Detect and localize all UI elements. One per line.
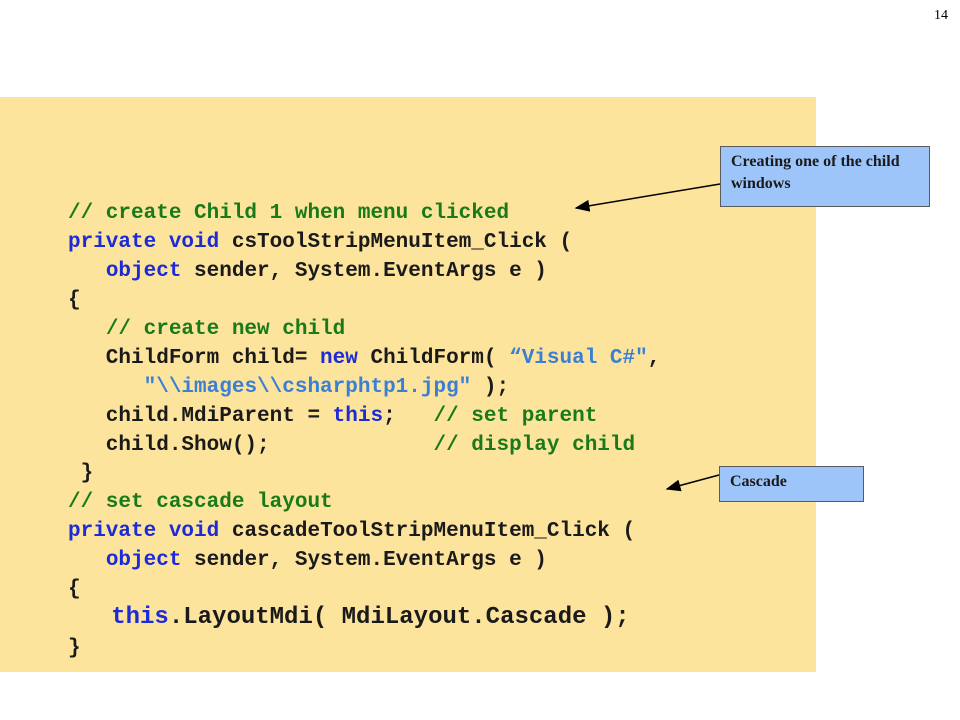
code-keyword: this <box>111 604 169 631</box>
code-line: this.LayoutMdi( MdiLayout.Cascade ); <box>68 604 630 631</box>
code-panel: // create Child 1 when menu clicked priva… <box>0 97 816 672</box>
code-text: child.MdiParent = <box>68 405 333 428</box>
code-string: "\\images\\csharphtp1.jpg" <box>143 376 472 399</box>
page-number: 14 <box>934 8 948 23</box>
code-text: { <box>68 578 81 601</box>
code-text: child.Show(); <box>68 434 434 457</box>
code-text <box>156 520 169 543</box>
code-line: "\\images\\csharphtp1.jpg" ); <box>68 375 509 401</box>
code-line: // set cascade layout <box>68 490 333 516</box>
code-keyword: void <box>168 231 220 254</box>
code-text <box>68 604 111 631</box>
code-line: } <box>68 636 81 662</box>
code-text: ChildForm( <box>357 347 510 370</box>
code-line: object sender, System.EventArgs e ) <box>68 548 547 574</box>
code-keyword: private <box>68 231 157 254</box>
code-keyword: private <box>68 520 157 543</box>
code-text <box>68 318 106 341</box>
code-line: private void csToolStripMenuItem_Click ( <box>68 230 572 256</box>
code-text: .LayoutMdi( MdiLayout.Cascade ); <box>168 604 630 631</box>
code-keyword: this <box>332 405 384 428</box>
code-text: ); <box>471 376 510 399</box>
code-comment: // set cascade layout <box>68 491 333 514</box>
code-keyword: void <box>168 520 220 543</box>
code-line: object sender, System.EventArgs e ) <box>68 259 547 285</box>
code-text: ; <box>383 405 434 428</box>
code-line: } <box>68 461 94 487</box>
code-text: csToolStripMenuItem_Click ( <box>219 231 573 254</box>
code-comment: // create new child <box>105 318 346 341</box>
code-comment: // display child <box>433 434 636 457</box>
code-text: ChildForm child= <box>68 347 321 370</box>
code-text <box>68 260 106 283</box>
code-text: sender, System.EventArgs e ) <box>181 549 547 572</box>
code-keyword: object <box>105 260 182 283</box>
code-keyword: object <box>105 549 182 572</box>
code-line: private void cascadeToolStripMenuItem_Cl… <box>68 519 635 545</box>
code-text: cascadeToolStripMenuItem_Click ( <box>219 520 636 543</box>
callout-child-windows: Creating one of the child windows <box>720 146 930 207</box>
code-comment: // set parent <box>433 405 598 428</box>
callout-cascade: Cascade <box>719 466 864 502</box>
code-line: { <box>68 577 81 603</box>
code-text <box>68 549 106 572</box>
code-line: // create Child 1 when menu clicked <box>68 201 509 227</box>
code-text: } <box>68 637 81 660</box>
code-string: “Visual C#" <box>509 347 648 370</box>
code-text: sender, System.EventArgs e ) <box>181 260 547 283</box>
code-text: { <box>68 289 81 312</box>
code-keyword: new <box>320 347 358 370</box>
code-line: { <box>68 288 81 314</box>
code-line: child.MdiParent = this; // set parent <box>68 404 598 430</box>
code-line: ChildForm child= new ChildForm( “Visual … <box>68 346 661 372</box>
code-comment: // create Child 1 when menu clicked <box>68 202 510 225</box>
code-text: } <box>68 462 94 485</box>
code-line: // create new child <box>68 317 345 343</box>
code-text <box>68 376 144 399</box>
code-line: child.Show(); // display child <box>68 433 635 459</box>
code-text: , <box>647 347 661 370</box>
code-text <box>156 231 169 254</box>
